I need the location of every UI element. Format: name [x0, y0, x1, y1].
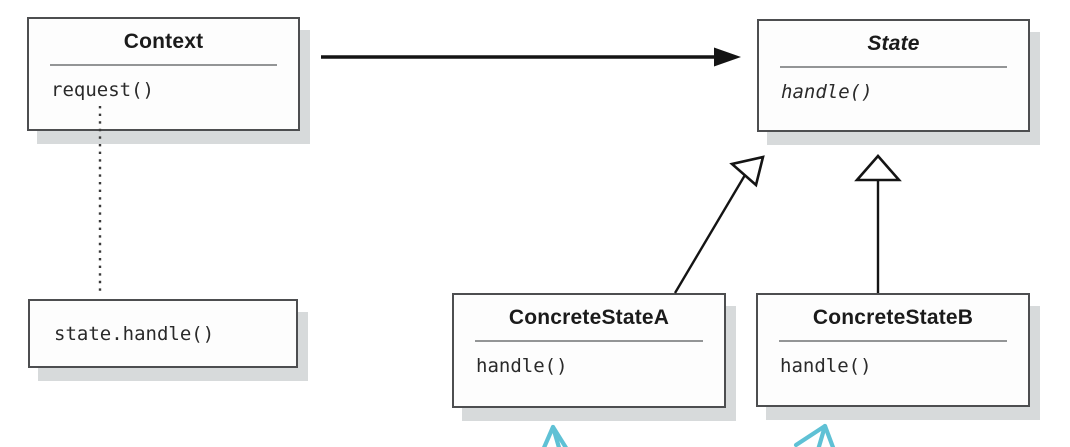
class-box-concretestateb: ConcreteStateB handle() — [756, 293, 1030, 407]
hollow-triangle-icon — [854, 154, 902, 182]
class-box-state: State handle() — [757, 19, 1030, 132]
class-separator — [780, 66, 1007, 68]
class-method-handle: handle() — [781, 81, 873, 103]
class-separator — [475, 340, 703, 342]
class-separator — [50, 64, 277, 66]
class-box-concretestatea: ConcreteStateA handle() — [452, 293, 726, 408]
class-method-handle: handle() — [780, 355, 872, 377]
handdrawn-arrow-to-concretestatea — [542, 424, 568, 447]
handdrawn-arrow-to-concretestateb — [793, 423, 836, 447]
association-arrow — [321, 47, 741, 67]
class-separator — [779, 340, 1007, 342]
filled-arrowhead-icon — [714, 47, 741, 67]
class-name-context: Context — [123, 29, 204, 53]
class-box-context: Context request() — [27, 17, 300, 131]
code-note-box: state.handle() — [28, 299, 298, 368]
hollow-triangle-icon — [729, 155, 765, 188]
inheritance-arrow-concretestateb — [854, 154, 902, 293]
class-method-handle: handle() — [476, 355, 568, 377]
class-name-state: State — [867, 31, 920, 55]
class-method-request: request() — [51, 79, 154, 101]
code-note-text: state.handle() — [54, 322, 215, 345]
class-name-concretestateb: ConcreteStateB — [812, 305, 974, 329]
inheritance-arrow-concretestatea — [673, 155, 765, 294]
class-name-concretestatea: ConcreteStateA — [508, 305, 670, 329]
